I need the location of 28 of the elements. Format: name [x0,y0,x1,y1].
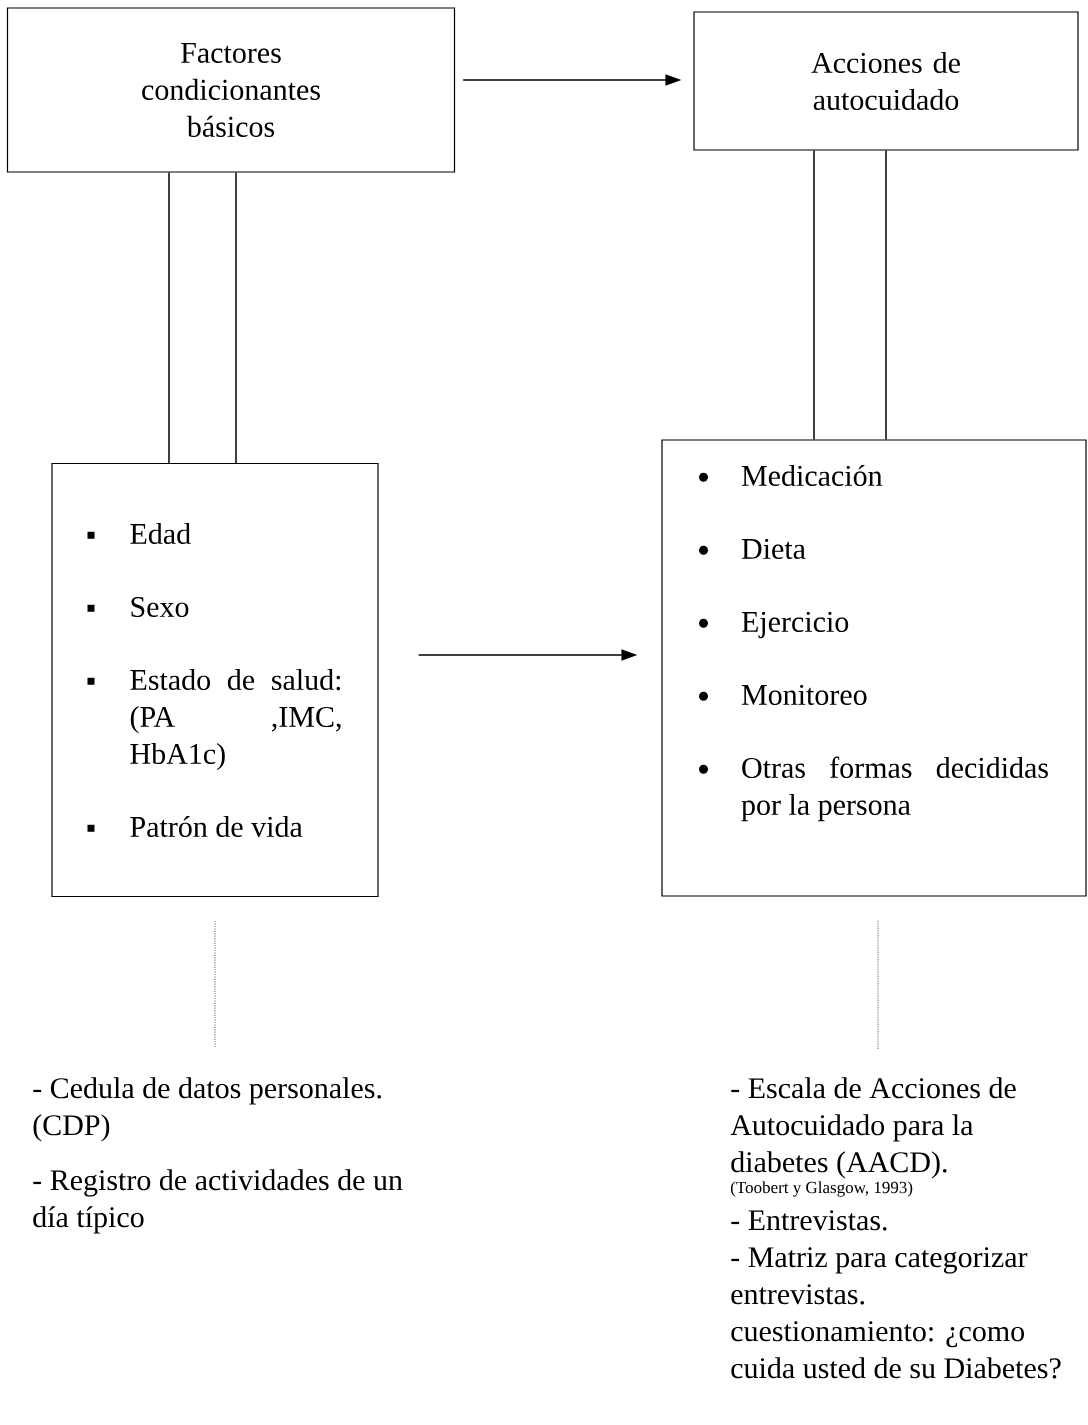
note-text: - Entrevistas. [731,1210,887,1231]
box-title: Factores condicionantes básicos [142,43,320,137]
list-item: Otras formas decididas por la persona [699,756,1048,822]
list-item: Edad [87,522,191,545]
note-text: - Escala de Acciones de Autocuidado para la diabetes (AACD). [730,1077,1016,1179]
list-item: Medicación [699,464,883,487]
dotted-line [877,920,879,1050]
note-text: (Toobert y Glasgow, 1993) [730,1181,913,1197]
note-text: - Matriz para categorizar entrevistas. [731,1247,1028,1305]
list-item: Sexo [87,596,189,618]
connector [168,171,170,464]
list-item: Monitoreo [699,684,867,706]
list-item: Patrón de vida [87,815,303,838]
note-text: - Registro de actividades de un día típico [33,1169,403,1234]
list-box [661,439,1087,897]
list-item: Estado de salud: (PA ,IMC, HbA1c) [87,668,341,771]
process-box [6,7,456,173]
connector [885,149,887,441]
connector [813,149,815,441]
process-box [693,11,1079,151]
list-item: Ejercicio [699,611,849,639]
connector [235,171,237,464]
dotted-line [214,920,216,1048]
box-title: Acciones de autocuidado [811,51,960,111]
note-text: cuestionamiento: ¿como cuida usted de su Diabetes? [731,1321,1061,1379]
list-item: Dieta [699,538,806,560]
list-box [51,462,379,898]
note-text: - Cedula de datos personales. (CDP) [33,1077,381,1142]
